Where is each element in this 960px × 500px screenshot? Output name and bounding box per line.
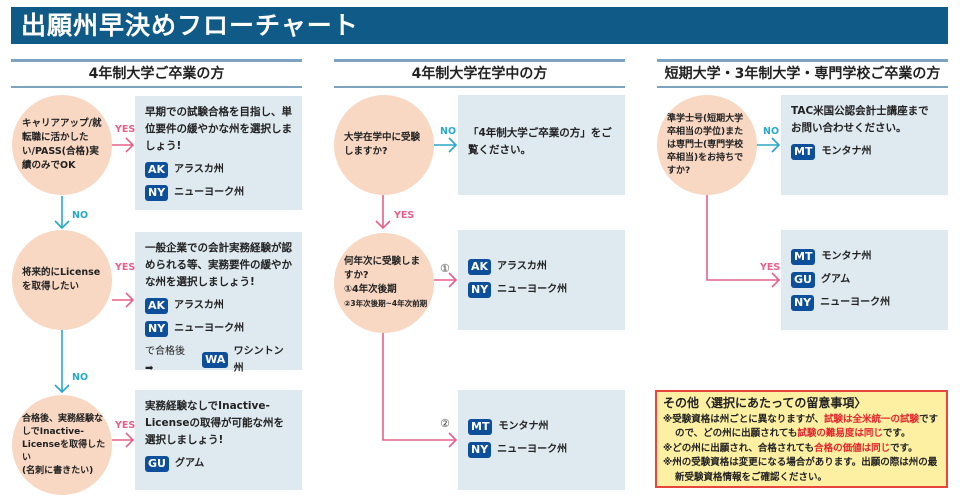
state-badge: MT <box>791 143 816 160</box>
yes-label: YES <box>115 124 136 135</box>
answer-box-see-graduate: 「4年制大学ご卒業の方」をご覧ください。 <box>458 95 625 195</box>
state-badge: AK <box>468 258 492 275</box>
option-one-label: ① <box>440 262 450 275</box>
arrow-yes <box>375 195 391 230</box>
no-label: NO <box>72 372 89 383</box>
question-in-school: 大学在学中に受験しますか? <box>334 95 434 195</box>
state-badge: NY <box>468 441 492 458</box>
notes-title: その他〈選択にあたっての留意事項〉 <box>663 396 867 410</box>
state-badge: MT <box>468 418 493 435</box>
state-badge: AK <box>145 161 169 178</box>
yes-label: YES <box>394 210 415 221</box>
state-badge: MT <box>791 248 816 265</box>
state-badge: WA <box>202 352 228 368</box>
state-badge: GU <box>791 271 815 288</box>
notes-box: その他〈選択にあたっての留意事項〉 ※受験資格は州ごとに異なりますが、試験は全米… <box>655 390 948 488</box>
arrow-no <box>434 137 458 153</box>
question-career: キャリアアップ/就転職に活かしたい/PASS(合格)実績のみでOK <box>12 95 112 195</box>
yes-label: YES <box>115 262 136 273</box>
arrow-yes <box>112 292 135 308</box>
answer-box-license: 一般企業での会計実務経験が認められる等、実務要件の緩やかな州を選択しましょう! … <box>135 232 302 374</box>
no-label: NO <box>763 126 780 137</box>
state-badge: AK <box>145 297 169 314</box>
page-title: 出願州早決めフローチャート <box>11 7 948 44</box>
no-label: NO <box>440 126 457 137</box>
state-badge: NY <box>145 320 169 337</box>
answer-box-inactive: 実務経験なしでInactive-Licenseの取得が可能な州を選択しましょう!… <box>135 390 302 490</box>
arrow-no <box>54 196 70 230</box>
section-header-4yr-student: 4年制大学在学中の方 <box>334 59 625 88</box>
arrow-yes <box>706 195 781 288</box>
section-header-short-college: 短期大学・3年制大学・専門学校ご卒業の方 <box>657 59 948 88</box>
yes-label: YES <box>115 420 136 431</box>
question-associate-degree: 準学士号(短期大学卒相当の学位)または専門士(専門学校卒相当)をお持ちですか? <box>657 95 757 195</box>
note-item: ※州の受験資格は変更になる場合があります。出願の際は州の最新受験資格情報をご確認… <box>663 457 938 483</box>
section-header-4yr-graduate: 4年制大学ご卒業の方 <box>11 59 302 88</box>
arrow-no <box>757 137 781 153</box>
note-item: ※受験資格は州ごとに異なりますが、試験は全米統一の試験ですので、どの州に出願され… <box>663 413 939 440</box>
arrow-yes <box>112 137 135 153</box>
option-two-label: ② <box>440 417 450 430</box>
note-item: ※どの州に出願され、合格されても合格の価値は同じです。 <box>663 442 918 454</box>
arrow-one <box>434 272 458 288</box>
question-inactive-license: 合格後、実務経験なしでInactive-Licenseを取得したい(名刺に書きた… <box>12 395 112 495</box>
arrow-two <box>382 333 458 448</box>
yes-label: YES <box>760 262 781 273</box>
no-label: NO <box>72 210 89 221</box>
state-badge: NY <box>468 281 492 298</box>
arrow-yes <box>112 432 135 448</box>
question-license: 将来的にLicenseを取得したい <box>12 230 112 330</box>
state-badge: NY <box>791 294 815 311</box>
state-badge: NY <box>145 184 169 201</box>
arrow-no <box>54 328 70 394</box>
state-badge: GU <box>145 455 169 472</box>
